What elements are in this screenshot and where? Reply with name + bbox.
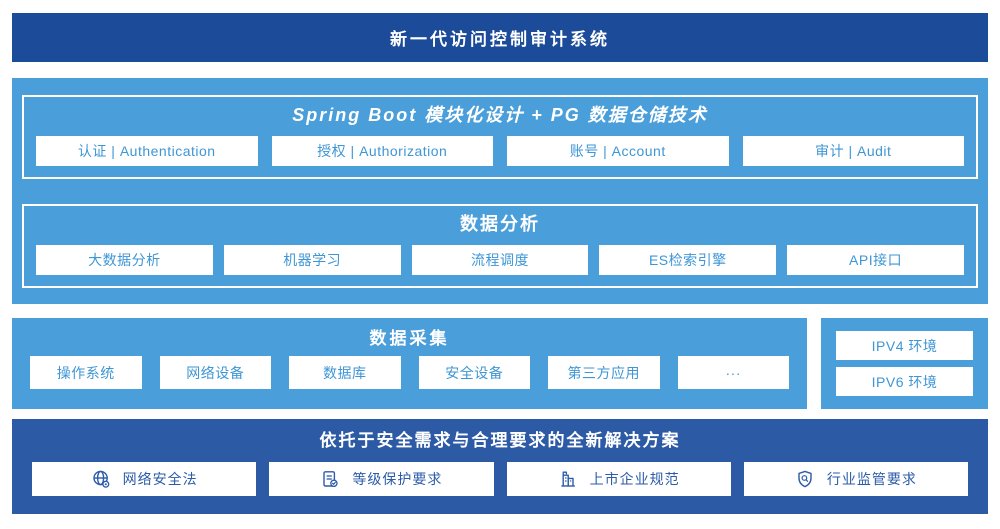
collection-pill-row: 操作系统 网络设备 数据库 安全设备 第三方应用 ··· — [30, 356, 789, 389]
solution-box-classified-protection: 等级保护要求 — [269, 462, 494, 496]
env-box-ipv4: IPV4 环境 — [836, 331, 973, 360]
analysis-section: 数据分析 大数据分析 机器学习 流程调度 ES检索引擎 API接口 — [22, 204, 978, 288]
solution-label: 行业监管要求 — [826, 471, 917, 487]
modules-section: Spring Boot 模块化设计 + PG 数据仓储技术 认证 | Authe… — [22, 95, 978, 179]
solution-box-industry-regulation: 行业监管要求 — [743, 462, 968, 496]
solution-section: 依托于安全需求与合理要求的全新解决方案 网络安全法 — [12, 419, 988, 514]
collection-section: 数据采集 操作系统 网络设备 数据库 安全设备 第三方应用 ··· — [12, 318, 807, 409]
module-box-audit: 审计 | Audit — [742, 136, 964, 166]
document-check-icon — [320, 469, 340, 489]
solution-pill-row: 网络安全法 等级保护要求 — [32, 462, 968, 496]
solution-title: 依托于安全需求与合理要求的全新解决方案 — [319, 431, 681, 450]
page-title: 新一代访问控制审计系统 — [390, 30, 610, 49]
collection-box-ellipsis: ··· — [677, 356, 789, 389]
collection-row: 数据采集 操作系统 网络设备 数据库 安全设备 第三方应用 ··· IPV4 环… — [12, 318, 988, 409]
globe-icon — [91, 469, 111, 489]
analysis-box-ml: 机器学习 — [223, 245, 401, 275]
analysis-box-workflow: 流程调度 — [411, 245, 589, 275]
analysis-box-bigdata: 大数据分析 — [36, 245, 213, 275]
module-box-authorization: 授权 | Authorization — [271, 136, 493, 166]
solution-label: 等级保护要求 — [352, 471, 443, 487]
analysis-box-es: ES检索引擎 — [599, 245, 777, 275]
collection-box-security-device: 安全设备 — [418, 356, 530, 389]
shield-search-icon — [795, 469, 815, 489]
solution-box-cybersecurity-law: 网络安全法 — [32, 462, 257, 496]
building-icon — [558, 469, 578, 489]
collection-box-os: 操作系统 — [30, 356, 142, 389]
collection-box-database: 数据库 — [289, 356, 401, 389]
environment-section: IPV4 环境 IPV6 环境 — [821, 318, 988, 409]
env-box-ipv6: IPV6 环境 — [836, 367, 973, 396]
analysis-pill-row: 大数据分析 机器学习 流程调度 ES检索引擎 API接口 — [36, 245, 964, 275]
platform-container: Spring Boot 模块化设计 + PG 数据仓储技术 认证 | Authe… — [12, 78, 988, 304]
module-box-authentication: 认证 | Authentication — [36, 136, 258, 166]
module-box-account: 账号 | Account — [507, 136, 729, 166]
solution-label: 网络安全法 — [122, 471, 198, 487]
analysis-section-title: 数据分析 — [460, 214, 540, 234]
modules-section-title: Spring Boot 模块化设计 + PG 数据仓储技术 — [292, 105, 708, 125]
modules-pill-row: 认证 | Authentication 授权 | Authorization 账… — [36, 136, 964, 166]
collection-title: 数据采集 — [369, 329, 450, 348]
collection-box-network-device: 网络设备 — [159, 356, 271, 389]
collection-box-thirdparty-app: 第三方应用 — [548, 356, 660, 389]
analysis-box-api: API接口 — [787, 245, 964, 275]
solution-box-listed-company: 上市企业规范 — [506, 462, 731, 496]
solution-label: 上市企业规范 — [589, 471, 680, 487]
page-title-banner: 新一代访问控制审计系统 — [12, 13, 988, 62]
